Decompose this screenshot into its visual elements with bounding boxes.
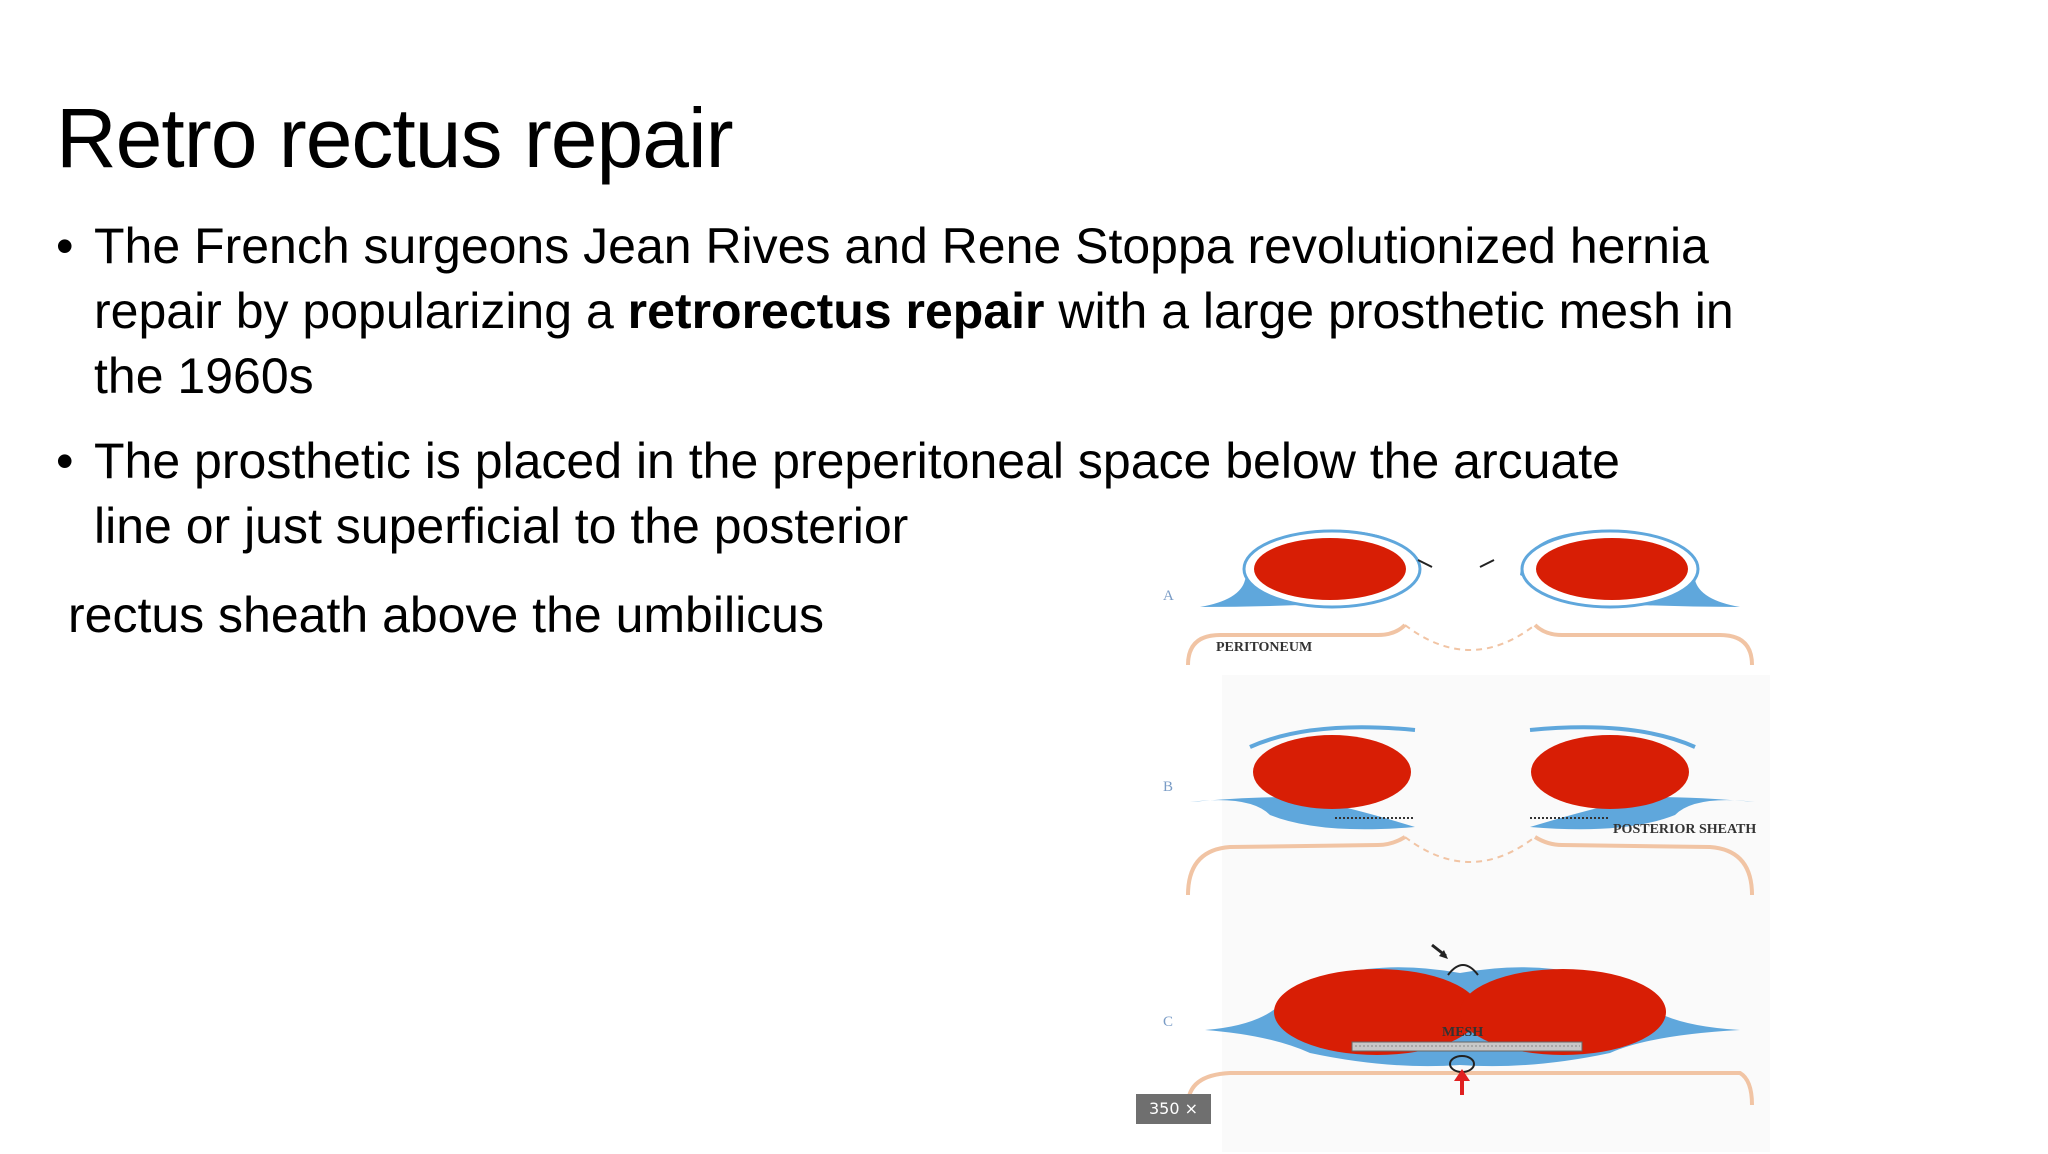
rectus-muscle-right	[1536, 538, 1688, 600]
bullet-dot: •	[56, 433, 74, 489]
closure-arrowhead	[1439, 950, 1448, 959]
rectus-muscle-left	[1254, 538, 1406, 600]
panel-letter-c: C	[1163, 1014, 1173, 1030]
peritoneum-line	[1533, 623, 1754, 666]
continuation-text: rectus sheath above the umbilicus	[68, 587, 824, 643]
panel-a: A PERITONEUM	[1163, 529, 1754, 666]
arrow-line	[1417, 559, 1433, 568]
bullet-list: • The French surgeons Jean Rives and Ren…	[56, 214, 1796, 579]
peritoneum-line	[1186, 623, 1407, 666]
retrorectus-diagram: A PERITONEUM B	[1130, 515, 1770, 1152]
bullet-item-rives-stoppa: • The French surgeons Jean Rives and Ren…	[56, 214, 1796, 409]
posterior-sheath-left	[1190, 797, 1415, 830]
rectus-muscle-right	[1460, 969, 1666, 1055]
anterior-sheath-right	[1529, 725, 1696, 749]
slide-title: Retro rectus repair	[56, 91, 734, 185]
peritoneum-line	[1533, 835, 1754, 896]
bullet-line: line or just superficial to the posterio…	[94, 498, 909, 554]
panel-letter-b: B	[1163, 779, 1173, 795]
peritoneum-dashed	[1404, 624, 1536, 651]
closure-suture	[1447, 964, 1479, 976]
diagram-svg: A PERITONEUM B	[1163, 529, 1770, 1152]
bullet-bold-term: retrorectus repair	[627, 283, 1045, 339]
rectus-muscle-left	[1253, 735, 1411, 809]
peritoneum-dashed	[1404, 836, 1536, 863]
label-posterior-sheath: POSTERIOR SHEATH	[1613, 822, 1756, 837]
posterior-sheath-right	[1530, 797, 1755, 830]
image-size-badge: 350 × 799	[1136, 1094, 1211, 1148]
panel-b: B POSTERIOR SHEATH	[1163, 725, 1756, 896]
panel-letter-a: A	[1163, 588, 1174, 604]
bullet-line: The prosthetic is placed in the preperit…	[94, 433, 1620, 489]
label-mesh: MESH	[1442, 1025, 1483, 1040]
bullet-item-placement: • The prosthetic is placed in the preper…	[56, 429, 1796, 559]
arrow-line	[1479, 559, 1495, 568]
bullet-text-part: with a large prosthetic mesh in the 1960…	[94, 283, 1734, 404]
peritoneum-line	[1186, 835, 1407, 896]
red-arrow-head	[1454, 1069, 1470, 1081]
peritoneum-line	[1186, 1071, 1754, 1106]
bullet-text-part: The French surgeons Jean Rives and Rene …	[94, 218, 1709, 339]
label-peritoneum: PERITONEUM	[1216, 640, 1312, 655]
rectus-muscle-right	[1531, 735, 1689, 809]
rectus-muscle-left	[1274, 969, 1480, 1055]
anterior-sheath-left	[1249, 725, 1416, 749]
bullet-dot: •	[56, 218, 74, 274]
panel-c: C MESH	[1163, 943, 1754, 1106]
